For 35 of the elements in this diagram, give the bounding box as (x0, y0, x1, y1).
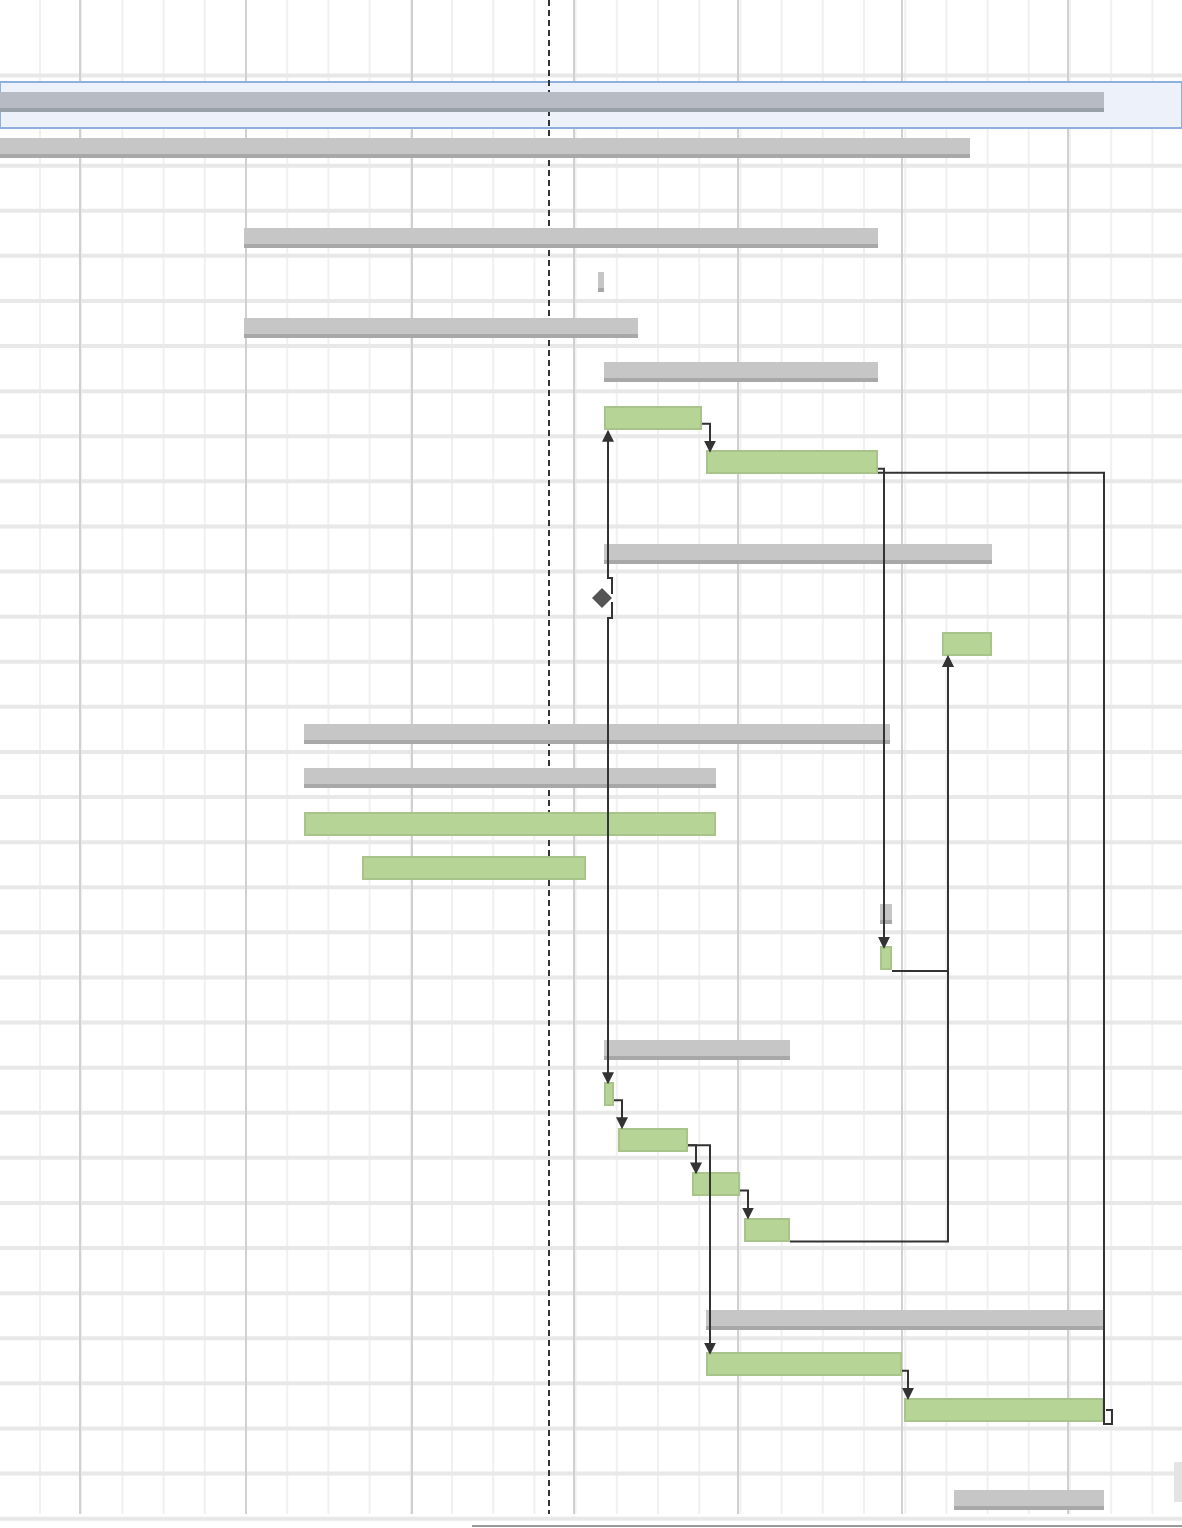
dependency-arrow (901, 1369, 914, 1400)
dependency-arrow (687, 1144, 716, 1355)
dependency-arrow (789, 655, 954, 1243)
task-bar (744, 1217, 790, 1242)
task-bar (706, 1352, 902, 1377)
summary-bar (0, 92, 1104, 112)
task-bar (362, 856, 586, 881)
task-bar (692, 1172, 740, 1197)
summary-bar (244, 317, 638, 338)
summary-bar (954, 1490, 1104, 1511)
task-bar (880, 946, 892, 971)
dependency-arrow (739, 1189, 754, 1220)
dependency-arrow (701, 422, 716, 453)
milestone-diamond (592, 588, 612, 609)
task-bar (304, 811, 716, 836)
summary-bar (304, 768, 716, 789)
summary-bar (604, 362, 878, 383)
summary-bar (0, 137, 970, 158)
task-bar (904, 1397, 1104, 1422)
summary-bar (598, 272, 604, 293)
summary-bar (604, 1039, 790, 1060)
summary-bar (244, 227, 878, 248)
summary-bar (304, 723, 890, 744)
dependency-arrow (687, 1144, 702, 1175)
summary-bar (706, 1309, 1104, 1330)
task-bar (604, 1082, 614, 1107)
dependency-arrow (877, 467, 890, 949)
summary-bar (604, 543, 992, 563)
task-bar (618, 1127, 688, 1152)
dependency-arrow (613, 1099, 628, 1130)
task-bar (604, 405, 702, 430)
task-bar (706, 450, 878, 475)
dependency-arrow (602, 601, 614, 1085)
dependency-arrow (602, 429, 614, 596)
task-bar (942, 631, 992, 656)
